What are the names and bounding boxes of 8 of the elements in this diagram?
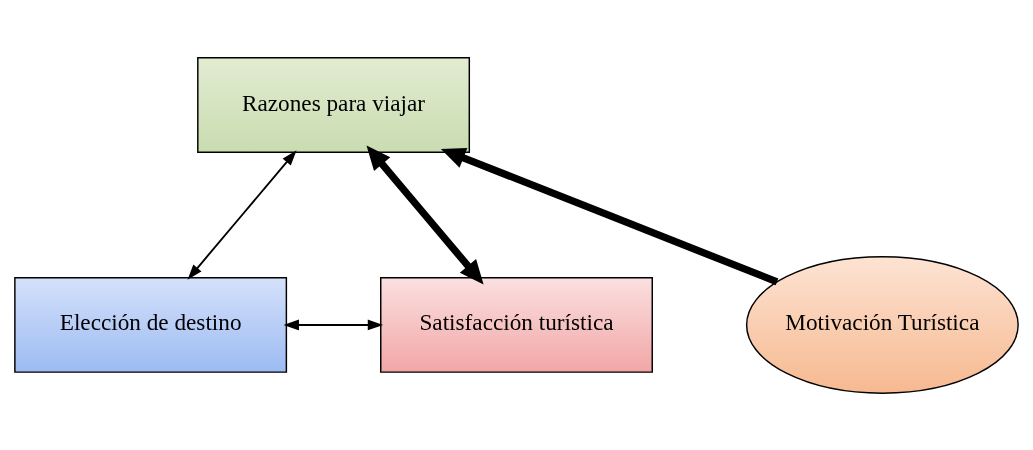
arrow: [366, 145, 484, 284]
node-ellipse: Motivación Turística: [745, 255, 1019, 394]
node-box: Satisfacción turística: [380, 276, 653, 373]
node-box: Elección de destino: [14, 276, 288, 373]
node-box: Razones para viajar: [197, 56, 471, 153]
arrow: [440, 147, 779, 285]
arrow: [187, 149, 297, 280]
arrow: [283, 319, 384, 330]
